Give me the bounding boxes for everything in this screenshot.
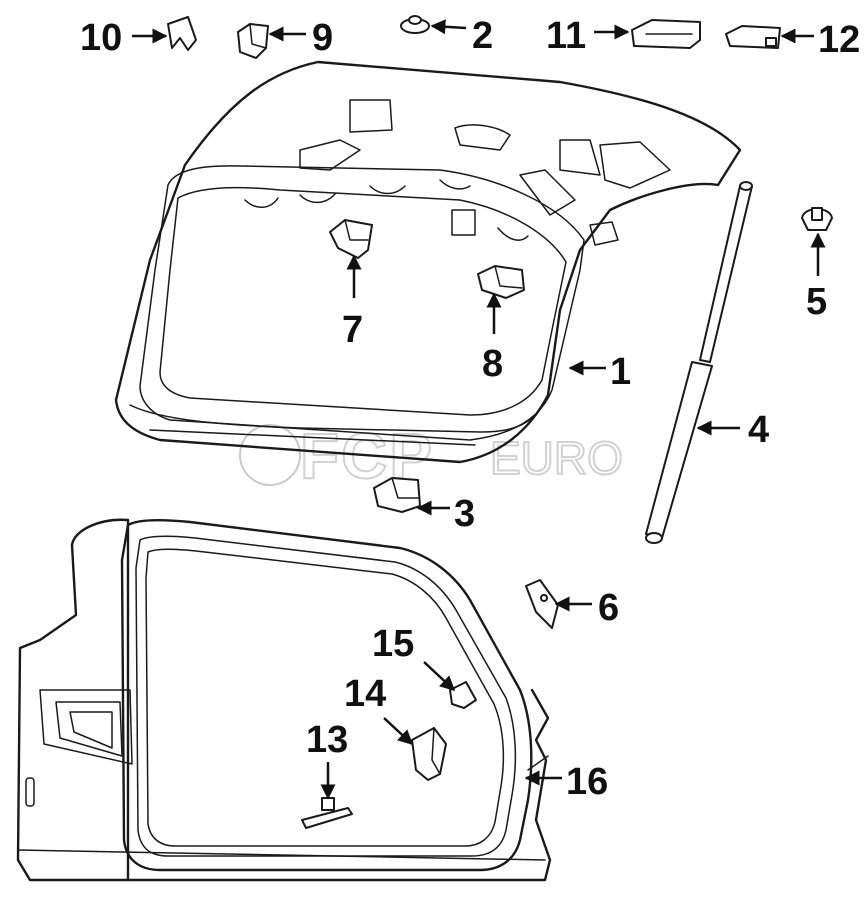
part-6-striker[interactable] <box>525 579 559 629</box>
part-13-lamp[interactable] <box>301 797 353 829</box>
callouts: 10 9 2 11 12 5 7 8 1 4 3 6 15 14 13 16 <box>80 15 860 803</box>
callout-11: 11 <box>546 15 586 57</box>
callout-5: 5 <box>806 281 827 323</box>
callout-14: 14 <box>344 673 386 715</box>
callout-16: 16 <box>566 761 608 803</box>
part-16-weatherstrip[interactable] <box>120 518 533 872</box>
part-9-clip[interactable] <box>237 23 269 59</box>
callout-12: 12 <box>818 19 860 61</box>
part-2-grommet[interactable] <box>400 15 430 34</box>
part-12-latch-switch[interactable] <box>725 25 781 49</box>
part-4-gas-strut[interactable] <box>645 181 753 544</box>
callout-6: 6 <box>598 587 619 629</box>
part-15-bumper-stop[interactable] <box>449 681 477 709</box>
callout-15: 15 <box>372 623 414 665</box>
callout-10: 10 <box>80 17 122 59</box>
callout-9: 9 <box>312 17 333 59</box>
callout-7: 7 <box>342 309 363 351</box>
part-7-hinge[interactable] <box>329 219 373 259</box>
vehicle-body-rear <box>16 518 552 882</box>
part-3-latch[interactable] <box>373 477 421 513</box>
callout-8: 8 <box>482 343 503 385</box>
part-5-push-pin[interactable] <box>801 207 833 231</box>
callout-13: 13 <box>306 719 348 761</box>
part-14-latch-assembly[interactable] <box>411 727 447 781</box>
part-1-liftgate[interactable] <box>114 60 742 464</box>
callout-3: 3 <box>454 493 475 535</box>
callout-4: 4 <box>748 409 769 451</box>
part-8-bracket[interactable] <box>477 265 525 299</box>
part-10-bumper[interactable] <box>167 16 197 51</box>
callout-1: 1 <box>610 351 631 393</box>
callout-2: 2 <box>472 15 493 57</box>
part-11-release-handle[interactable] <box>631 19 701 49</box>
